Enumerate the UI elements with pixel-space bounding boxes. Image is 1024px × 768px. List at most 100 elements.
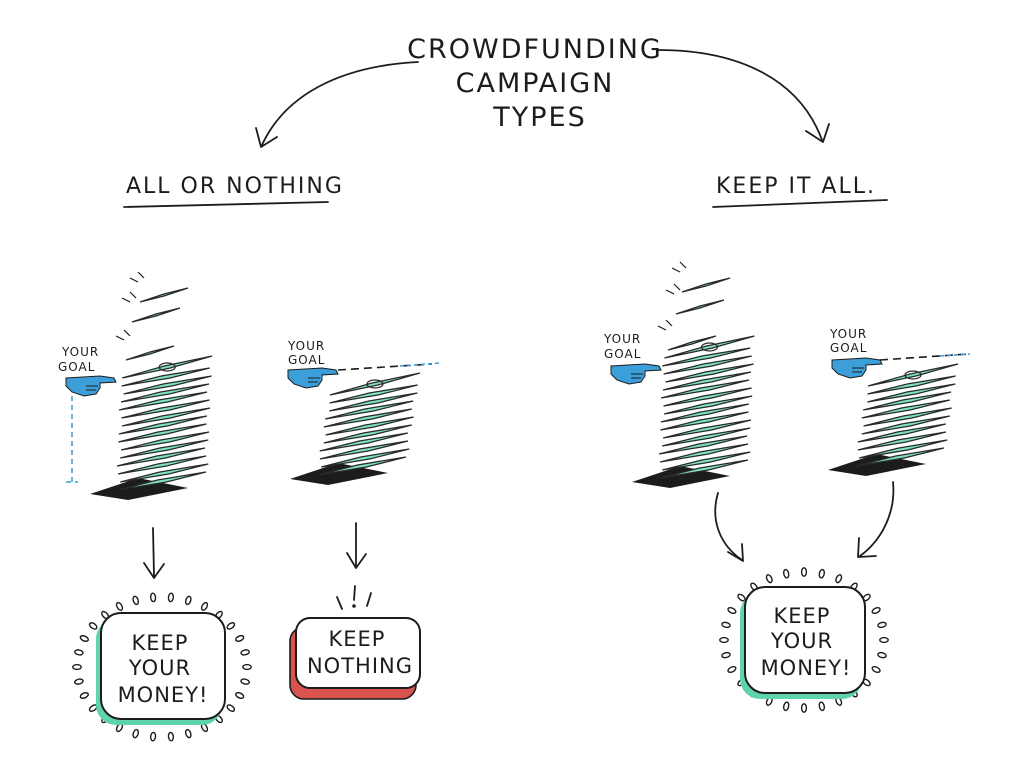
arrowhead-right: [805, 123, 830, 143]
ray: [200, 601, 209, 611]
outcome-arrows: [143, 481, 895, 579]
ray: [242, 663, 252, 671]
ray: [877, 651, 887, 659]
motion-lines: [121, 291, 137, 303]
bill-oval: [700, 342, 719, 352]
ray: [719, 636, 729, 644]
bill: [118, 391, 208, 411]
bill: [660, 379, 750, 399]
heading-all-or-nothing-text: ALL OR NOTHING: [126, 174, 344, 199]
flying-bill: [681, 277, 731, 293]
bill: [319, 440, 409, 460]
ray: [132, 595, 140, 606]
bill: [120, 431, 210, 451]
ray: [818, 701, 826, 712]
box-line-1: KEEP: [132, 631, 189, 655]
ray: [871, 665, 881, 674]
ray: [727, 606, 737, 615]
bill: [867, 383, 956, 403]
bill: [660, 411, 749, 431]
diagram-title: CROWDFUNDING CAMPAIGN TYPES: [407, 34, 663, 133]
bill: [663, 387, 752, 407]
goal-marker-kia-tall: YOUR GOAL: [603, 332, 662, 385]
ray: [240, 649, 250, 656]
bill: [662, 451, 751, 471]
motion-lines: [671, 261, 687, 273]
arrowhead-aon-reached: [143, 562, 165, 579]
goal-line: [879, 353, 969, 361]
bill: [120, 383, 210, 403]
ray: [765, 574, 773, 584]
ray: [226, 704, 236, 712]
bill: [121, 399, 210, 419]
surprise-dot: [352, 604, 356, 608]
bill: [319, 432, 408, 452]
top-bill: [664, 335, 755, 359]
bill: [857, 431, 947, 451]
arrowhead-aon-missed: [346, 552, 367, 569]
ray: [226, 622, 236, 630]
ray: [79, 635, 89, 642]
money-stack-goal-reached-aon: [90, 271, 213, 500]
bill: [662, 371, 752, 391]
heading-keep-it-all-text: KEEP IT ALL.: [716, 174, 876, 199]
goal-marker-kia-short: YOUR GOAL: [829, 327, 971, 379]
bill: [116, 447, 206, 467]
bill: [861, 415, 950, 435]
bill: [857, 423, 946, 443]
bill: [325, 400, 414, 420]
bill: [123, 375, 212, 395]
ray: [721, 651, 731, 659]
goal-label-line-2: GOAL: [58, 360, 95, 374]
bill: [658, 435, 748, 455]
ray: [167, 592, 175, 603]
ray: [167, 731, 175, 742]
bill: [863, 407, 952, 427]
money-stack-goal-reached-kia: [632, 261, 755, 488]
bill: [118, 423, 207, 443]
ray: [149, 731, 157, 742]
stack-shadow: [828, 454, 926, 476]
box-line-3: MONEY!: [761, 656, 852, 680]
box-line-1: KEEP: [774, 604, 831, 628]
outcome-box-aon-missed: KEEP NOTHING: [289, 617, 421, 700]
bill: [121, 367, 210, 387]
bill: [660, 403, 750, 423]
heading-underline-left: [123, 201, 329, 208]
stack-shadow: [90, 478, 188, 500]
bill: [863, 391, 952, 411]
motion-lines: [657, 319, 673, 331]
arrowhead-kia-reached: [727, 543, 744, 562]
bill: [665, 363, 754, 383]
bill: [867, 375, 956, 395]
ray: [727, 665, 737, 674]
money-stack-goal-missed-aon: [290, 372, 421, 485]
box-frame: [744, 586, 866, 694]
pointing-hand-icon: [287, 367, 339, 389]
bill: [321, 448, 410, 468]
goal-label-line-1: YOUR: [287, 339, 325, 353]
bill: [662, 347, 751, 367]
goal-label-line-1: YOUR: [829, 327, 867, 341]
box-line-3: MONEY!: [118, 683, 209, 707]
bill-oval: [366, 379, 384, 389]
ray: [74, 678, 84, 685]
motion-lines: [115, 329, 131, 341]
title-line-1: CROWDFUNDING: [407, 34, 663, 65]
bill: [659, 443, 749, 463]
bill: [117, 471, 207, 491]
heading-underline-right: [712, 199, 888, 208]
motion-lines: [129, 271, 145, 283]
bill: [325, 416, 414, 436]
flying-bill: [139, 287, 189, 303]
bill: [317, 456, 407, 476]
bill: [120, 439, 209, 459]
branch-arrows: [255, 49, 830, 148]
flying-bill: [675, 299, 725, 315]
goal-label-line-2: GOAL: [830, 341, 867, 355]
ray: [871, 606, 881, 615]
goal-marker-aon-tall: YOUR GOAL: [58, 345, 117, 483]
bill: [861, 399, 950, 419]
goal-distance-line: [66, 396, 78, 483]
